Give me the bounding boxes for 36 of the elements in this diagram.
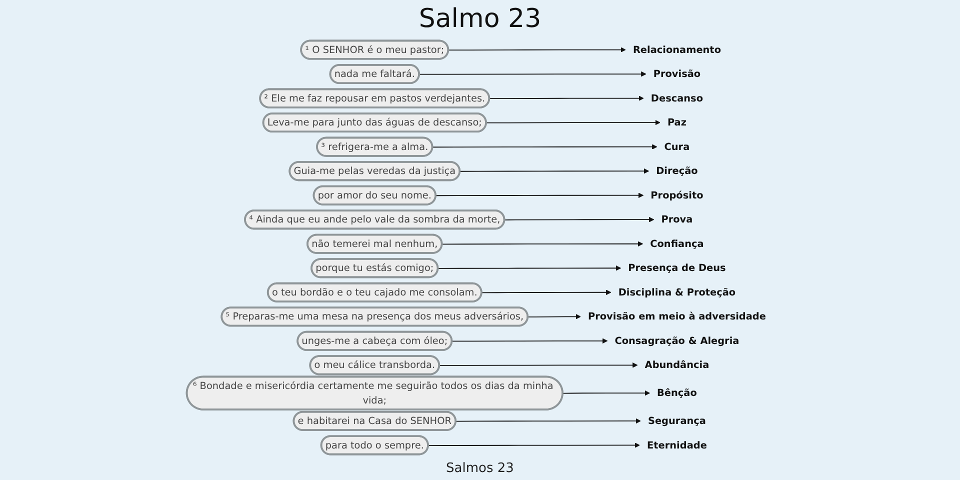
node-text: Prova xyxy=(661,214,693,226)
arrow xyxy=(528,314,581,320)
node-text: Provisão xyxy=(653,68,701,80)
arrow xyxy=(428,442,640,448)
node-text: Eternidade xyxy=(647,439,707,451)
arrow xyxy=(438,362,638,368)
node-text: Consagração & Alegria xyxy=(614,334,740,346)
node-text: Propósito xyxy=(650,189,704,201)
arrow xyxy=(452,338,608,344)
caption: Salmos 23 xyxy=(446,461,514,476)
node-text: Abundância xyxy=(644,359,710,371)
arrow xyxy=(460,168,650,174)
node-text: Disciplina & Proteção xyxy=(618,286,736,298)
arrow xyxy=(448,47,626,52)
arrow xyxy=(442,241,644,247)
node-text: Bênção xyxy=(657,387,697,399)
arrow xyxy=(432,144,658,150)
node-text: Confiança xyxy=(650,238,704,250)
node-text: Relacionamento xyxy=(632,44,721,56)
node-text: Provisão em meio à adversidade xyxy=(588,310,766,322)
arrow xyxy=(562,390,650,396)
node-text: Segurança xyxy=(648,414,706,426)
node-text: Direção xyxy=(656,165,698,177)
arrow xyxy=(486,120,660,126)
arrow xyxy=(504,216,654,222)
node-text: Descanso xyxy=(650,92,703,104)
arrow xyxy=(435,192,644,198)
node-text: Paz xyxy=(667,116,686,128)
arrow xyxy=(489,96,644,101)
title: Salmo 23 xyxy=(418,4,542,34)
arrow xyxy=(418,71,646,77)
node-text: Presença de Deus xyxy=(628,262,726,274)
node-text: Cura xyxy=(664,140,690,152)
arrow xyxy=(455,418,641,424)
arrow xyxy=(438,265,622,271)
arrow xyxy=(481,290,612,296)
